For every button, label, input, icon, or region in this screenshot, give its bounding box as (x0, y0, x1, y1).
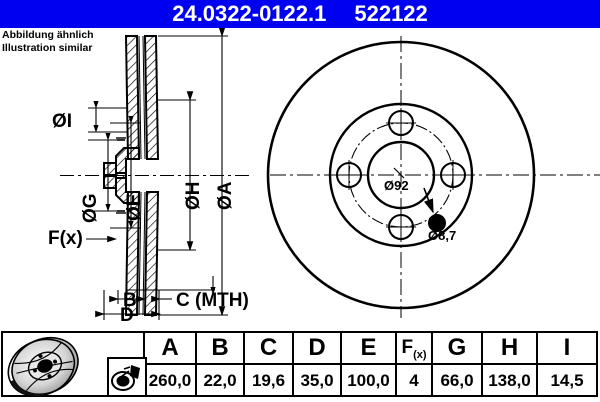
table-header-divider (143, 363, 598, 365)
table-value-e: 100,0 (347, 371, 390, 390)
label-dia-h: ØH (183, 181, 204, 211)
illustration-note-en: Illustration similar (2, 41, 93, 54)
illustration-note: Abbildung ähnlich Illustration similar (2, 29, 142, 54)
table-value-b: 22,0 (203, 371, 237, 390)
leader-center-bore (393, 167, 405, 179)
table-header-i: I (563, 334, 571, 361)
table-value-a: 260,0 (148, 371, 192, 390)
table-divider-4 (340, 333, 342, 395)
leader-locating-hole (423, 187, 434, 214)
table-header-d: D (308, 334, 326, 361)
label-center-bore: Ø92 (384, 178, 409, 193)
label-fx: F(x) (48, 228, 83, 249)
table-value-i: 14,5 (550, 371, 584, 390)
table-divider-1 (195, 333, 197, 395)
label-dia-e: ØE (124, 193, 145, 221)
bolt-hole-marks (117, 139, 125, 212)
product-code: 522122 (354, 1, 428, 26)
table-value-g: 66,0 (440, 371, 474, 390)
spec-table: A B C D E F(x) G H I 260,0 22,0 19,6 35,… (1, 331, 598, 397)
locating-hole-filled (428, 214, 446, 232)
spray-coating-icon (107, 357, 147, 397)
table-divider-7 (481, 333, 483, 395)
table-value-h: 138,0 (488, 371, 531, 390)
table-divider-2 (243, 333, 245, 395)
hub-outer-circle (328, 102, 474, 248)
bolt-hole-crosshairs (334, 108, 468, 242)
technical-drawing: ØI ØG ØE ØH ØA F(x) B C (MTH) D Ø92 Ø8,7 (0, 28, 600, 326)
table-header-g: G (447, 334, 467, 361)
table-divider-3 (292, 333, 294, 395)
table-header-c: C (259, 334, 278, 361)
header-bar: 24.0322-0122.1 522122 (0, 0, 600, 28)
table-header-h: H (500, 334, 519, 361)
center-bore-circle (366, 140, 436, 210)
label-c: C (MTH) (176, 290, 249, 311)
dimension-lines-section (86, 28, 228, 320)
table-divider-8 (536, 333, 538, 395)
label-dia-i: ØI (52, 111, 73, 132)
table-value-c: 19,6 (251, 371, 286, 390)
disc-outer-circle (266, 40, 536, 310)
header-title: 24.0322-0122.1 522122 (0, 0, 600, 28)
table-header-e: E (360, 334, 377, 361)
brake-disc-icon (6, 335, 84, 397)
label-dia-g: ØG (80, 193, 101, 223)
table-header-b: B (211, 334, 229, 361)
table-header-a: A (161, 334, 179, 361)
face-view (266, 36, 600, 318)
label-locating-hole: Ø8,7 (428, 228, 457, 243)
table-value-d: 35,0 (300, 371, 334, 390)
illustration-note-de: Abbildung ähnlich (2, 29, 94, 41)
table-value-fx: 4 (409, 371, 419, 390)
part-number: 24.0322-0122.1 (172, 1, 327, 26)
label-d: D (120, 305, 134, 326)
table-divider-5 (395, 333, 397, 395)
drawing-svg (60, 28, 600, 320)
table-divider-6 (431, 333, 433, 395)
label-dia-a: ØA (215, 181, 236, 211)
table-header-fx: F(x) (401, 337, 427, 361)
label-b: B (123, 290, 137, 311)
